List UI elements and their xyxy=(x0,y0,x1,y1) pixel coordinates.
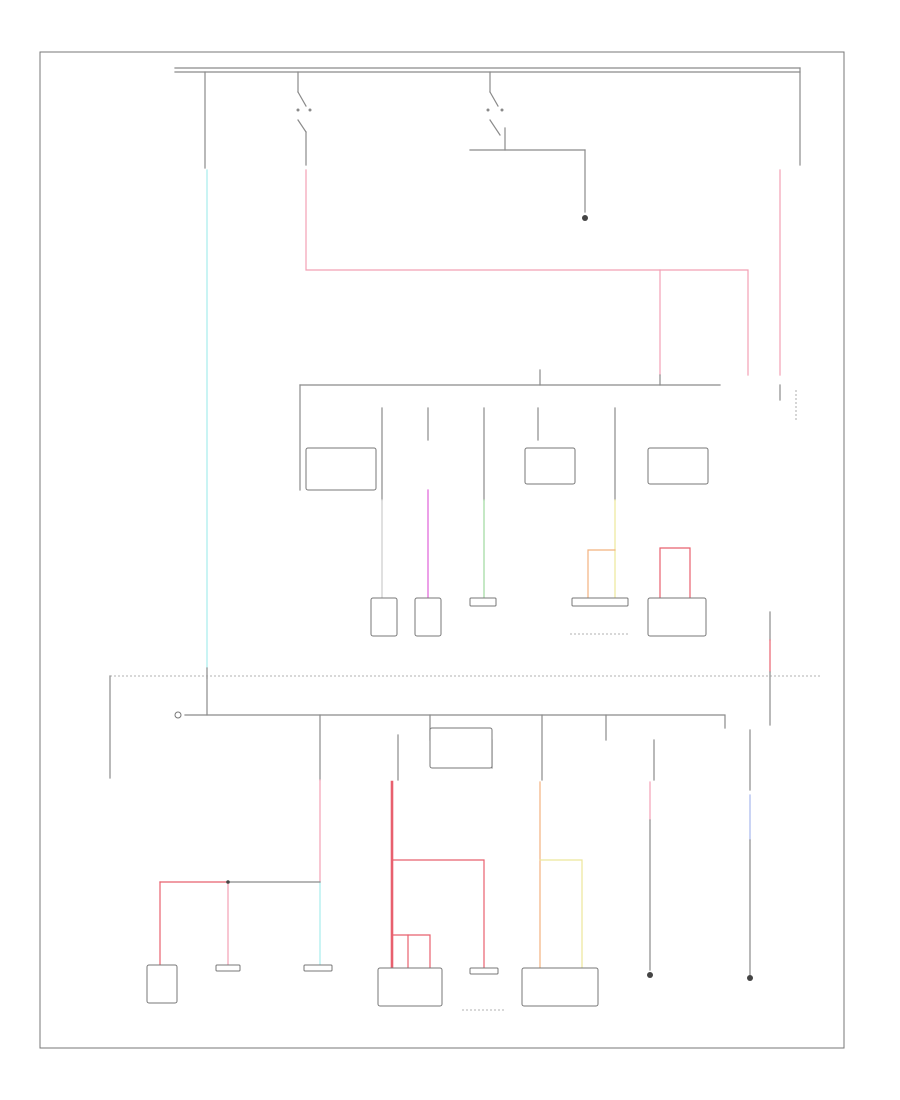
top-bus xyxy=(174,67,801,169)
ignition-switch-left xyxy=(296,91,312,166)
middle-bus xyxy=(109,675,820,779)
ignition-switch-right xyxy=(469,91,588,221)
pink-harness-upper xyxy=(305,169,797,420)
upper-fuse-bus xyxy=(299,369,721,491)
lower-fuses xyxy=(319,714,751,791)
upper-components xyxy=(370,597,707,637)
lower-colored-wires xyxy=(159,779,753,981)
upper-colored-drops xyxy=(381,489,691,599)
ground-connector-top xyxy=(582,215,588,221)
lower-components xyxy=(146,964,599,1011)
upper-module-boxes xyxy=(305,447,709,491)
upper-fuses xyxy=(381,407,616,501)
diagram-frame xyxy=(39,51,845,1049)
